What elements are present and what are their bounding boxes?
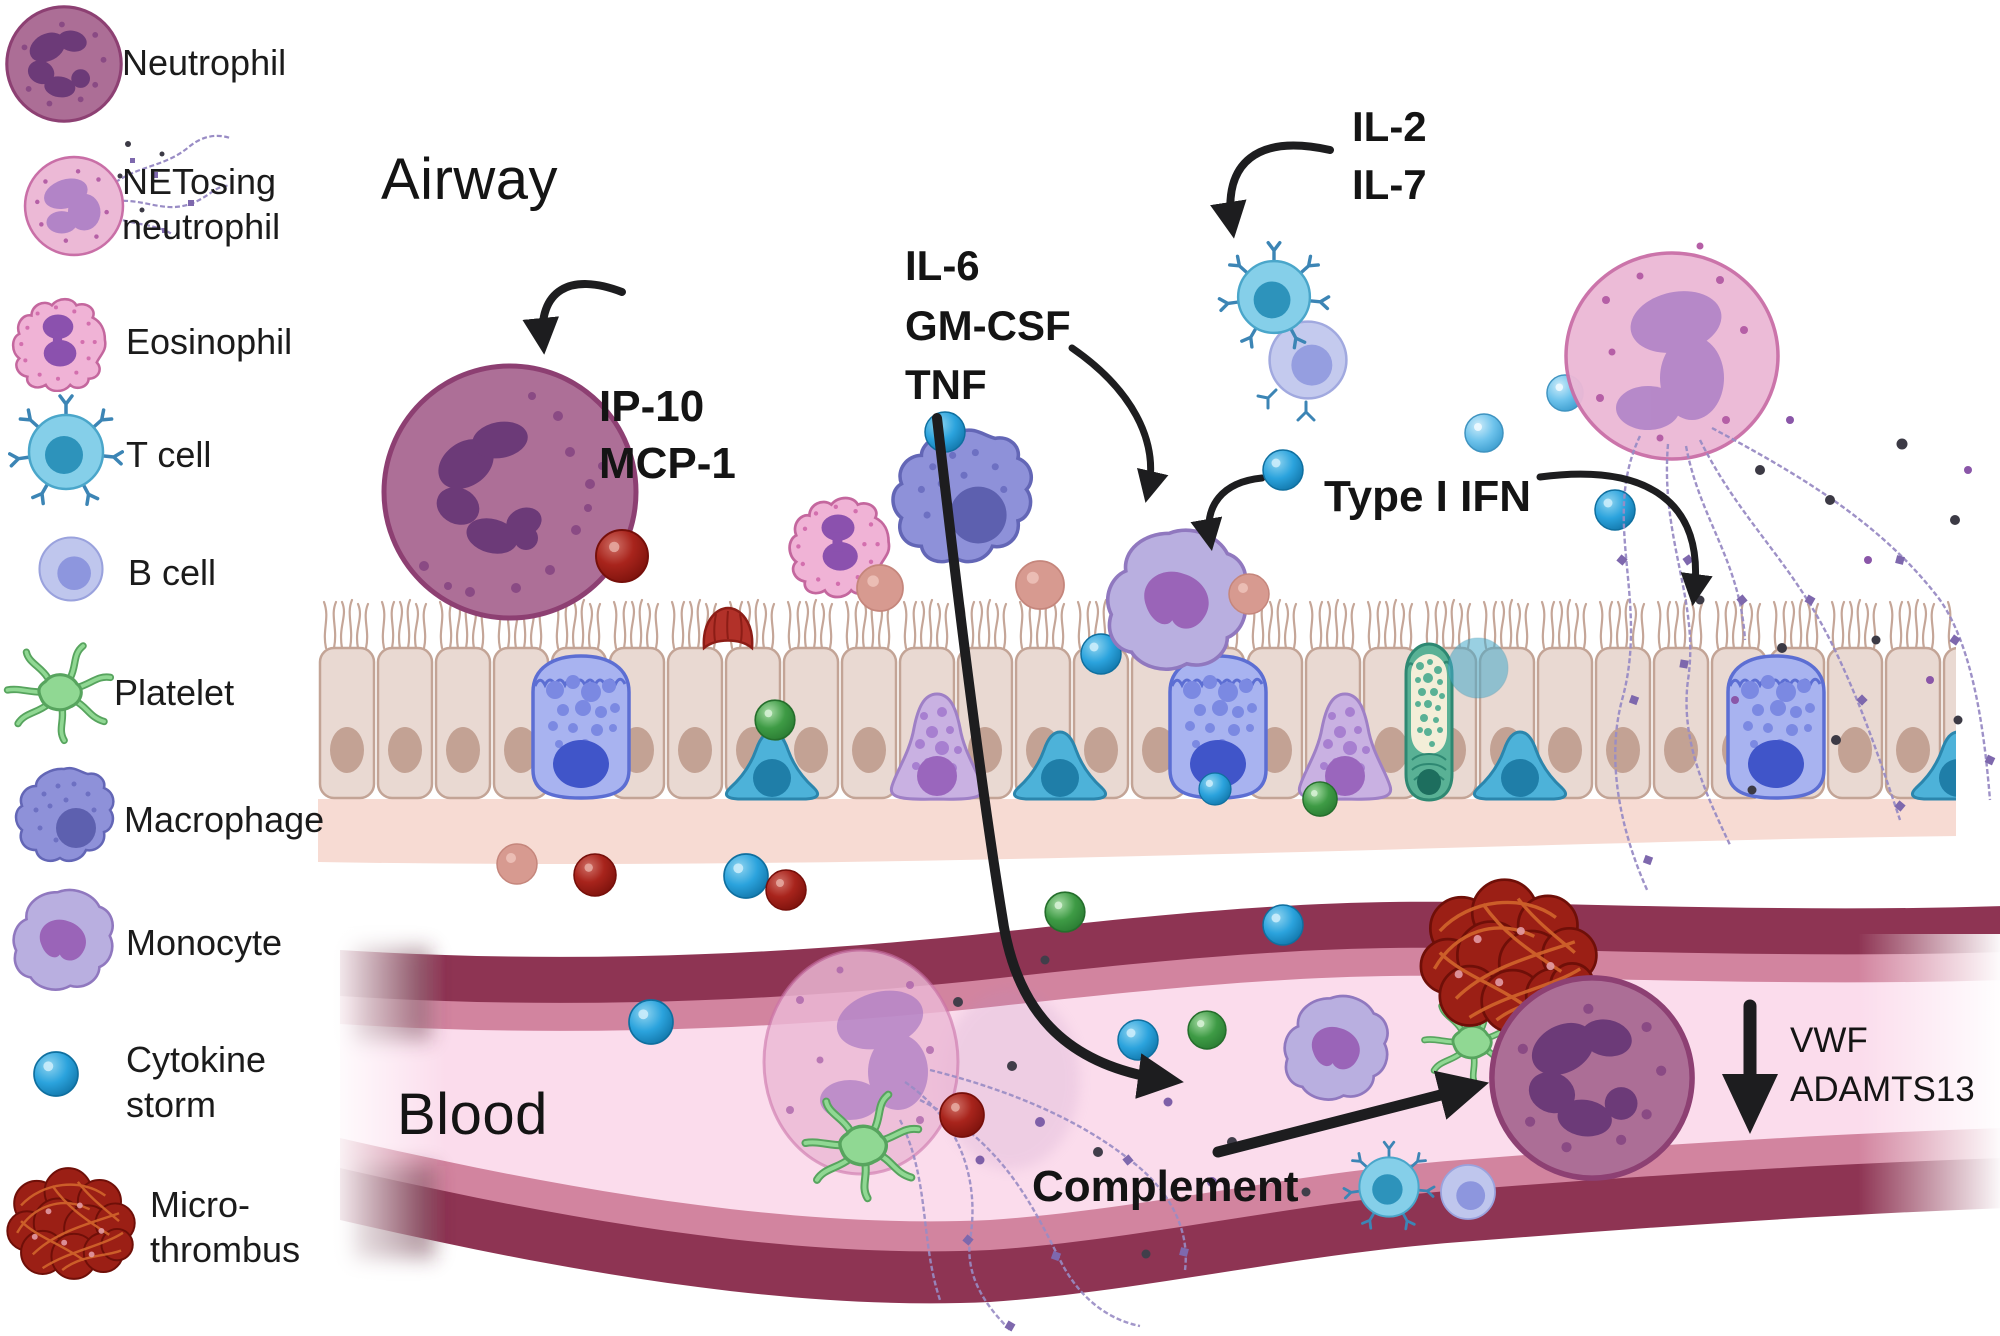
goblet-cell: [531, 654, 631, 800]
type1-ifn-epithelium-arrow: [1536, 470, 1713, 607]
mucus-bubble: [1447, 637, 1509, 699]
arrows: [522, 141, 1778, 1158]
legend-label: Eosinophil: [126, 321, 293, 362]
il2-il7-label: IL-2 IL-7: [1352, 103, 1427, 208]
monocyte-on-epithelium: [1106, 528, 1248, 671]
vwf-adamts13-label: VWF ADAMTS13: [1790, 1021, 1975, 1109]
airway-epithelium: [318, 598, 2000, 885]
legend-label: Cytokine storm: [126, 1039, 267, 1125]
legend-label: Platelet: [114, 672, 235, 713]
vessel-right-fade: [1858, 934, 2000, 1266]
lamina-propria: [318, 799, 1958, 865]
rbc-sphere: [939, 1092, 985, 1138]
goblet-cell: [1726, 654, 1826, 800]
cytokine-sphere-light: [1464, 413, 1504, 453]
netosing-neutrophil-icon: [23, 134, 231, 257]
net-strands-blood: [898, 1068, 1187, 1331]
salmon-particle: [856, 564, 904, 612]
cytokine-sphere: [1262, 449, 1304, 491]
virus-particle-icon: [702, 606, 754, 650]
legend-label: B cell: [128, 552, 217, 593]
right-margin-mask: [1956, 588, 2000, 880]
vwf-down-arrow: [1722, 999, 1778, 1134]
platelet-icon: [2, 632, 118, 748]
legend-label: NETosing neutrophil: [122, 161, 281, 247]
legend-label: T cell: [126, 434, 212, 475]
il6-to-blood-arrow: [932, 413, 1184, 1099]
micro-thrombus-icon: [6, 1166, 136, 1281]
salmon-particle: [496, 843, 538, 885]
green-particle: [1044, 891, 1086, 933]
monocyte-blood: [1283, 994, 1389, 1101]
blood-contents: [573, 853, 1692, 1332]
cytokine-sphere: [1594, 489, 1636, 531]
green-particle: [1187, 1010, 1227, 1050]
legend-label: Macrophage: [124, 799, 325, 840]
cytokine-storm-icon: [33, 1051, 79, 1097]
green-particle: [1302, 781, 1338, 817]
monocyte-icon: [12, 888, 114, 991]
neutrophil-blood: [1492, 978, 1692, 1178]
mucus-goblet-cell: [1404, 642, 1454, 802]
rbc-sphere: [573, 853, 617, 897]
complement-arrow: [1212, 1070, 1490, 1158]
blood-region-label: Blood: [397, 1082, 548, 1147]
cytokine-sphere: [628, 999, 674, 1045]
cytokine-sphere: [1262, 904, 1304, 946]
legend-label: Monocyte: [126, 922, 283, 963]
macrophage-icon: [14, 766, 115, 863]
b-cell-blood: [1440, 1164, 1496, 1220]
neutrophil-icon: [5, 5, 123, 123]
cytokine-sphere: [1198, 772, 1232, 806]
rbc-sphere: [765, 869, 807, 911]
neutrophil-airway: [381, 363, 639, 621]
rbc-sphere: [595, 529, 649, 583]
b-cell-icon: [38, 536, 104, 602]
net-beads: [1616, 554, 1996, 866]
legend-label: Neutrophil: [122, 42, 287, 83]
green-particle: [754, 699, 796, 741]
il2-arrow: [1210, 141, 1334, 239]
cytokine-sphere: [723, 853, 769, 899]
ip10-mcp1-label: IP-10 MCP-1: [599, 382, 736, 489]
il6-to-monocyte-arrow: [1068, 344, 1169, 503]
salmon-particle: [1015, 560, 1065, 610]
type1-ifn-label: Type I IFN: [1324, 472, 1531, 521]
type1-ifn-hook-arrow: [1190, 474, 1266, 552]
airway-region-label: Airway: [381, 147, 559, 212]
net-beads: [962, 1154, 1189, 1332]
complement-label: Complement: [1032, 1162, 1299, 1211]
b-cell-receptors: [1256, 388, 1316, 422]
cytokine-sphere: [1117, 1019, 1159, 1061]
t-cell-icon: [8, 394, 124, 507]
legend-label: Micro- thrombus: [150, 1184, 301, 1270]
macrophage-airway: [891, 428, 1034, 564]
salmon-particle: [1228, 573, 1270, 615]
net-strands-airway: [1614, 426, 1992, 893]
il6-gmcsf-tnf-label: IL-6 GM-CSF TNF: [905, 242, 1071, 409]
netosing-neutrophil-airway: [1564, 242, 1780, 461]
ip10-arrow: [522, 280, 626, 355]
eosinophil-icon: [11, 297, 107, 392]
